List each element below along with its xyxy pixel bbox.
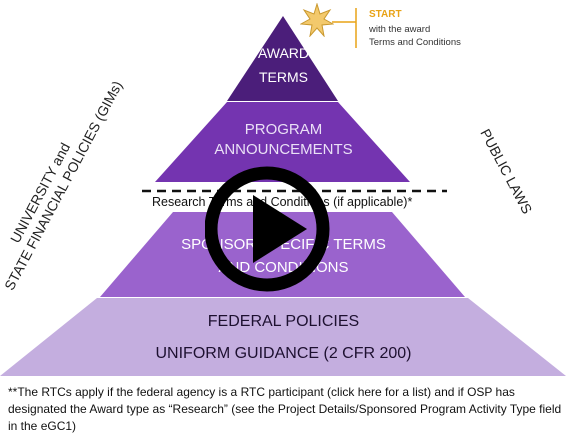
start-description: with the award Terms and Conditions: [369, 23, 489, 49]
start-line-1: with the award: [369, 24, 431, 35]
footnote: **The RTCs apply if the federal agency i…: [8, 385, 562, 433]
program-announcements-label: PROGRAM ANNOUNCEMENTS: [214, 121, 353, 158]
tier-program-announcements: [155, 102, 410, 182]
start-title: START: [369, 9, 402, 20]
award-terms-label: AWARD TERMS: [257, 45, 310, 85]
uniform-guidance-label: UNIFORM GUIDANCE (2 CFR 200): [155, 345, 412, 362]
tier-award-terms: [227, 16, 338, 101]
federal-policies-label: FEDERAL POLICIES: [207, 313, 360, 330]
start-star-icon: [300, 3, 334, 37]
tier-federal-policies: [0, 298, 566, 376]
play-icon[interactable]: [205, 159, 335, 299]
tier-sponsor-specific: [100, 212, 465, 297]
start-line-2: Terms and Conditions: [369, 37, 461, 48]
